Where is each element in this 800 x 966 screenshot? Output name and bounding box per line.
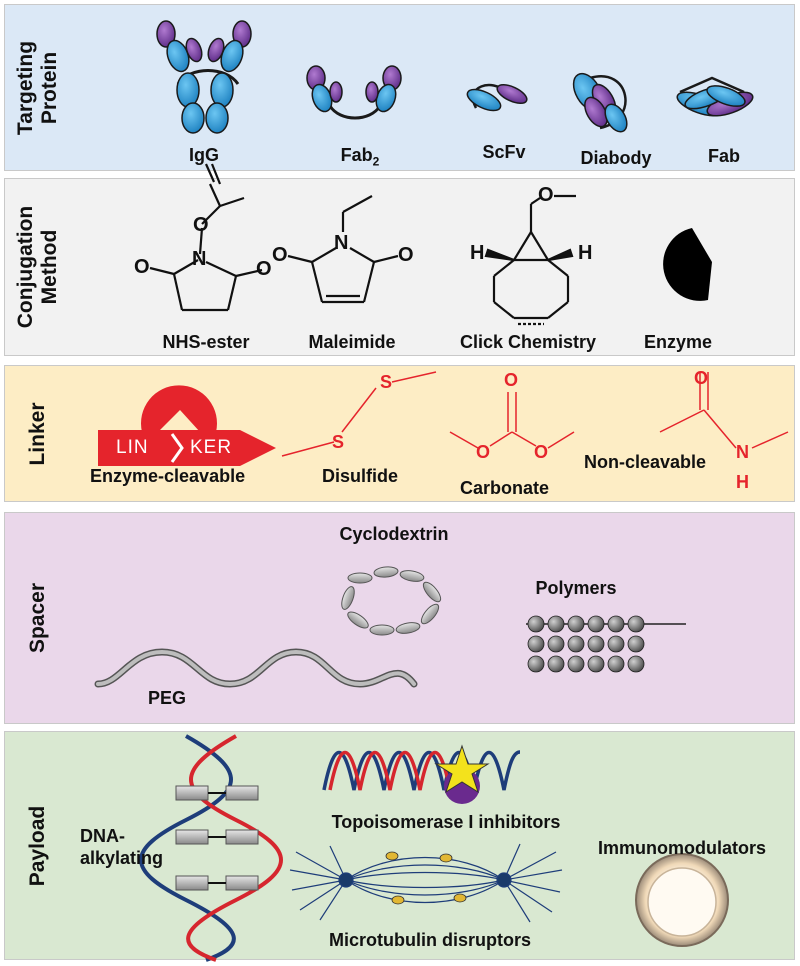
nhs-ester-oxygen-atom: O: [193, 214, 209, 236]
amide-nitrogen-atom: N: [736, 442, 749, 462]
spacer-panel: Spacer: [4, 512, 795, 724]
non-cleavable-label: Non-cleavable: [584, 452, 707, 472]
click-hydrogen-left-atom: H: [470, 242, 485, 264]
fab-label: Fab: [707, 146, 741, 166]
carbonate-oxygen-right-atom: O: [534, 442, 549, 462]
disulfide-sulfur-right-atom: S: [380, 372, 393, 392]
fab-fragment-icon: [676, 76, 754, 117]
maleimide-structure: [287, 195, 399, 304]
amide-oxygen-atom: O: [694, 368, 709, 388]
igg-antibody-icon: [156, 20, 252, 134]
disulfide-structure: [281, 371, 437, 457]
carbonate-oxygen-left-atom: O: [476, 442, 491, 462]
non-cleavable-structure: [659, 372, 789, 449]
targeting-protein-panel: Targeting Protein: [4, 4, 795, 171]
fab2-label-main: Fab: [340, 145, 373, 165]
nhs-ester-structure: [149, 163, 263, 312]
fab2-fragment-icon: [306, 65, 402, 120]
microtubulin-spindle-icon: [289, 843, 563, 923]
immunomodulators-label: Immunomodulators: [597, 838, 767, 858]
disulfide-label: Disulfide: [322, 466, 399, 486]
topoisomerase-dna-icon: [322, 744, 521, 804]
enzyme-label: Enzyme: [643, 332, 713, 352]
click-oxygen-atom: O: [538, 184, 554, 206]
immune-cell-icon: [635, 853, 729, 947]
click-chemistry-structure: [484, 194, 576, 326]
nhs-oxygen-left-atom: O: [134, 256, 150, 278]
nhs-ester-label: NHS-ester: [162, 332, 250, 352]
click-chemistry-label: Click Chemistry: [459, 332, 597, 352]
nhs-oxygen-right-atom: O: [256, 258, 272, 280]
carbonate-structure: [449, 392, 575, 449]
scfv-fragment-icon: [466, 83, 528, 112]
topoisomerase-label: Topoisomerase I inhibitors: [331, 812, 561, 832]
maleimide-oxygen-right-atom: O: [398, 244, 414, 266]
amide-hydrogen-atom: H: [736, 472, 749, 492]
cyclodextrin-label: Cyclodextrin: [339, 524, 449, 544]
maleimide-label: Maleimide: [308, 332, 396, 352]
carbonate-label: Carbonate: [460, 478, 550, 498]
maleimide-oxygen-left-atom: O: [272, 244, 288, 266]
microtubulin-label: Microtubulin disruptors: [329, 930, 531, 950]
fab2-label-subscript: 2: [372, 154, 380, 169]
diabody-label: Diabody: [580, 148, 652, 168]
maleimide-nitrogen-atom: N: [334, 232, 349, 254]
fab2-label: Fab2: [341, 145, 380, 169]
peg-chain-icon: [94, 648, 418, 688]
polymers-icon: [526, 615, 686, 673]
nhs-nitrogen-atom: N: [192, 248, 207, 270]
linker-tag-right-text: KER: [190, 437, 233, 458]
enzyme-cleavable-icon: [98, 385, 276, 466]
dna-alkylating-label-line2: alkylating: [80, 848, 164, 868]
igg-label: IgG: [189, 145, 219, 165]
disulfide-sulfur-left-atom: S: [332, 432, 345, 452]
cyclodextrin-ring-icon: [341, 566, 442, 636]
enzyme-pacman-icon: [663, 228, 712, 301]
scfv-label: ScFv: [482, 142, 526, 162]
click-hydrogen-right-atom: H: [578, 242, 593, 264]
dna-alkylating-label-line1: DNA-: [80, 826, 125, 846]
polymers-label: Polymers: [535, 578, 617, 598]
linker-tag-left-text: LIN: [116, 437, 149, 458]
enzyme-cleavable-label: Enzyme-cleavable: [90, 466, 246, 486]
dna-alkylating-icon: [139, 734, 283, 962]
peg-label: PEG: [148, 688, 187, 708]
conjugation-method-panel: Conjugation Method: [4, 178, 795, 356]
diabody-icon: [572, 72, 628, 133]
carbonate-double-oxygen-atom: O: [504, 370, 519, 390]
